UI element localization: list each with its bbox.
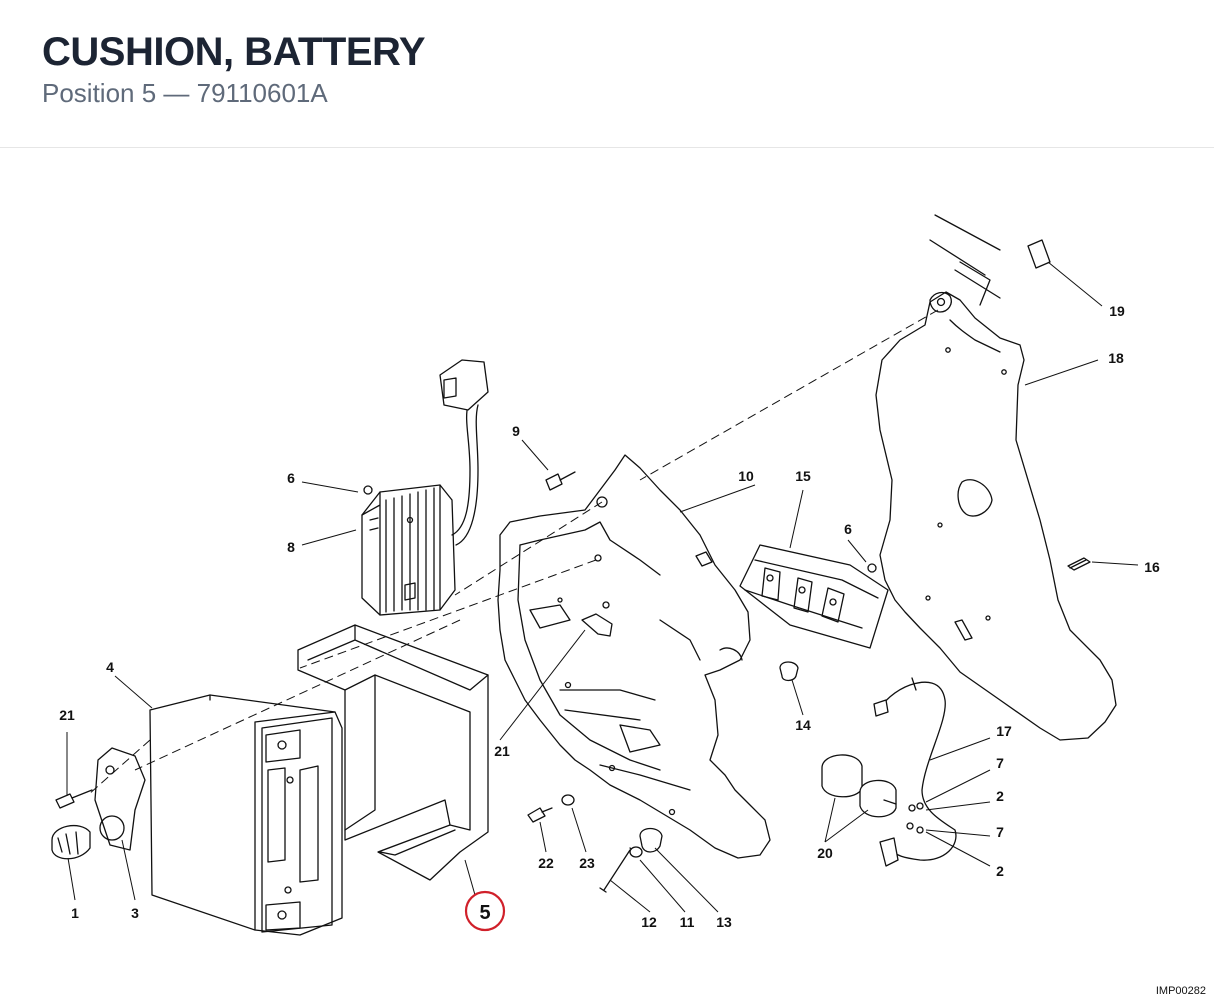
callout-19[interactable]: 19 — [1109, 303, 1125, 319]
part-5-cushion — [297, 624, 489, 881]
callout-4[interactable]: 4 — [106, 659, 114, 675]
part-6-nuts — [867, 563, 877, 573]
callout-21-left[interactable]: 21 — [59, 707, 75, 723]
callout-8[interactable]: 8 — [287, 539, 295, 555]
callout-15[interactable]: 15 — [795, 468, 811, 484]
part-10-mount-bracket — [497, 454, 771, 859]
drawing-code: IMP00282 — [1155, 985, 1206, 997]
callout-5[interactable]: 5 — [479, 902, 490, 924]
callout-13[interactable]: 13 — [716, 914, 732, 930]
page-title: CUSHION, BATTERY — [42, 30, 426, 74]
callout-7-upper[interactable]: 7 — [996, 755, 1004, 771]
part-16-screw — [1067, 557, 1091, 571]
callout-1[interactable]: 1 — [71, 905, 79, 921]
callout-7-lower[interactable]: 7 — [996, 824, 1004, 840]
part-9-screw — [545, 471, 576, 491]
part-15-holder — [739, 544, 889, 649]
callout-16[interactable]: 16 — [1144, 559, 1160, 575]
callout-12[interactable]: 12 — [641, 914, 657, 930]
page-subtitle: Position 5 — 79110601A — [42, 78, 328, 108]
callout-2-lower[interactable]: 2 — [996, 863, 1004, 879]
part-3-bracket — [94, 747, 146, 851]
part-8-regulator — [361, 359, 489, 616]
callout-22[interactable]: 22 — [538, 855, 554, 871]
callout-3[interactable]: 3 — [131, 905, 139, 921]
part-20-relays — [821, 754, 897, 818]
part-11-washer — [629, 846, 643, 858]
part-4-battery — [149, 694, 343, 936]
part-18-frame-bracket — [875, 214, 1117, 741]
part-14-grommet — [779, 661, 799, 682]
callout-23[interactable]: 23 — [579, 855, 595, 871]
callout-18[interactable]: 18 — [1108, 350, 1124, 366]
callout-5-highlight[interactable]: 5 — [464, 890, 506, 932]
page-header: CUSHION, BATTERY Position 5 — 79110601A — [0, 0, 1214, 148]
exploded-parts-diagram: 1 2 2 3 4 6 6 7 7 8 9 10 11 12 13 14 15 … — [51, 214, 1160, 936]
callout-6-left[interactable]: 6 — [287, 470, 295, 486]
callout-10[interactable]: 10 — [738, 468, 754, 484]
part-17-cable — [873, 677, 957, 867]
part-1-cap — [51, 824, 91, 860]
callout-20[interactable]: 20 — [817, 845, 833, 861]
callout-17[interactable]: 17 — [996, 723, 1012, 739]
callout-21-center[interactable]: 21 — [494, 743, 510, 759]
callout-14[interactable]: 14 — [795, 717, 811, 733]
callout-6-right[interactable]: 6 — [844, 521, 852, 537]
callout-2-upper[interactable]: 2 — [996, 788, 1004, 804]
callout-11[interactable]: 11 — [680, 914, 695, 930]
callout-9[interactable]: 9 — [512, 423, 520, 439]
part-13-grommet — [639, 827, 663, 853]
part-22-screw — [527, 807, 553, 823]
part-21-screws — [55, 613, 613, 809]
part-23-washer — [561, 794, 575, 806]
